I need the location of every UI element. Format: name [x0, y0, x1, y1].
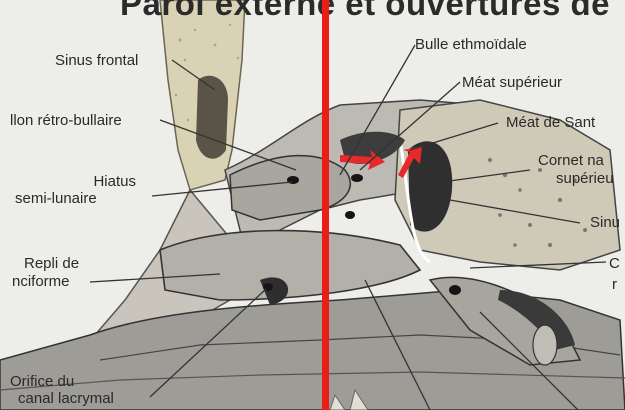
- label-sinus-frontal: Sinus frontal: [55, 52, 138, 69]
- label-repli-line2: nciforme: [12, 273, 70, 290]
- label-edge-c: C: [609, 255, 620, 272]
- label-meat-santorini: Méat de Sant: [506, 114, 595, 131]
- label-hiatus-line1: Hiatus: [80, 173, 136, 190]
- label-cornet-line1: Cornet na: [538, 152, 604, 169]
- red-divider-line: [322, 0, 329, 410]
- label-edge-r: r: [612, 276, 617, 293]
- label-bourrelet: llon rétro-bullaire: [10, 112, 122, 129]
- label-orifice-line1: Orifice du: [10, 373, 74, 390]
- label-cornet-line2: supérieu: [556, 170, 614, 187]
- label-sinus-sphenoidal: Sinu: [590, 214, 620, 231]
- label-bulle: Bulle ethmoïdale: [415, 36, 527, 53]
- label-hiatus-line2: semi-lunaire: [15, 190, 97, 207]
- diagram-title: Paroi externe et ouvertures de: [120, 0, 610, 23]
- label-repli-line1: Repli de: [24, 255, 79, 272]
- label-meat-superieur: Méat supérieur: [462, 74, 562, 91]
- label-orifice-line2: canal lacrymal: [18, 390, 114, 407]
